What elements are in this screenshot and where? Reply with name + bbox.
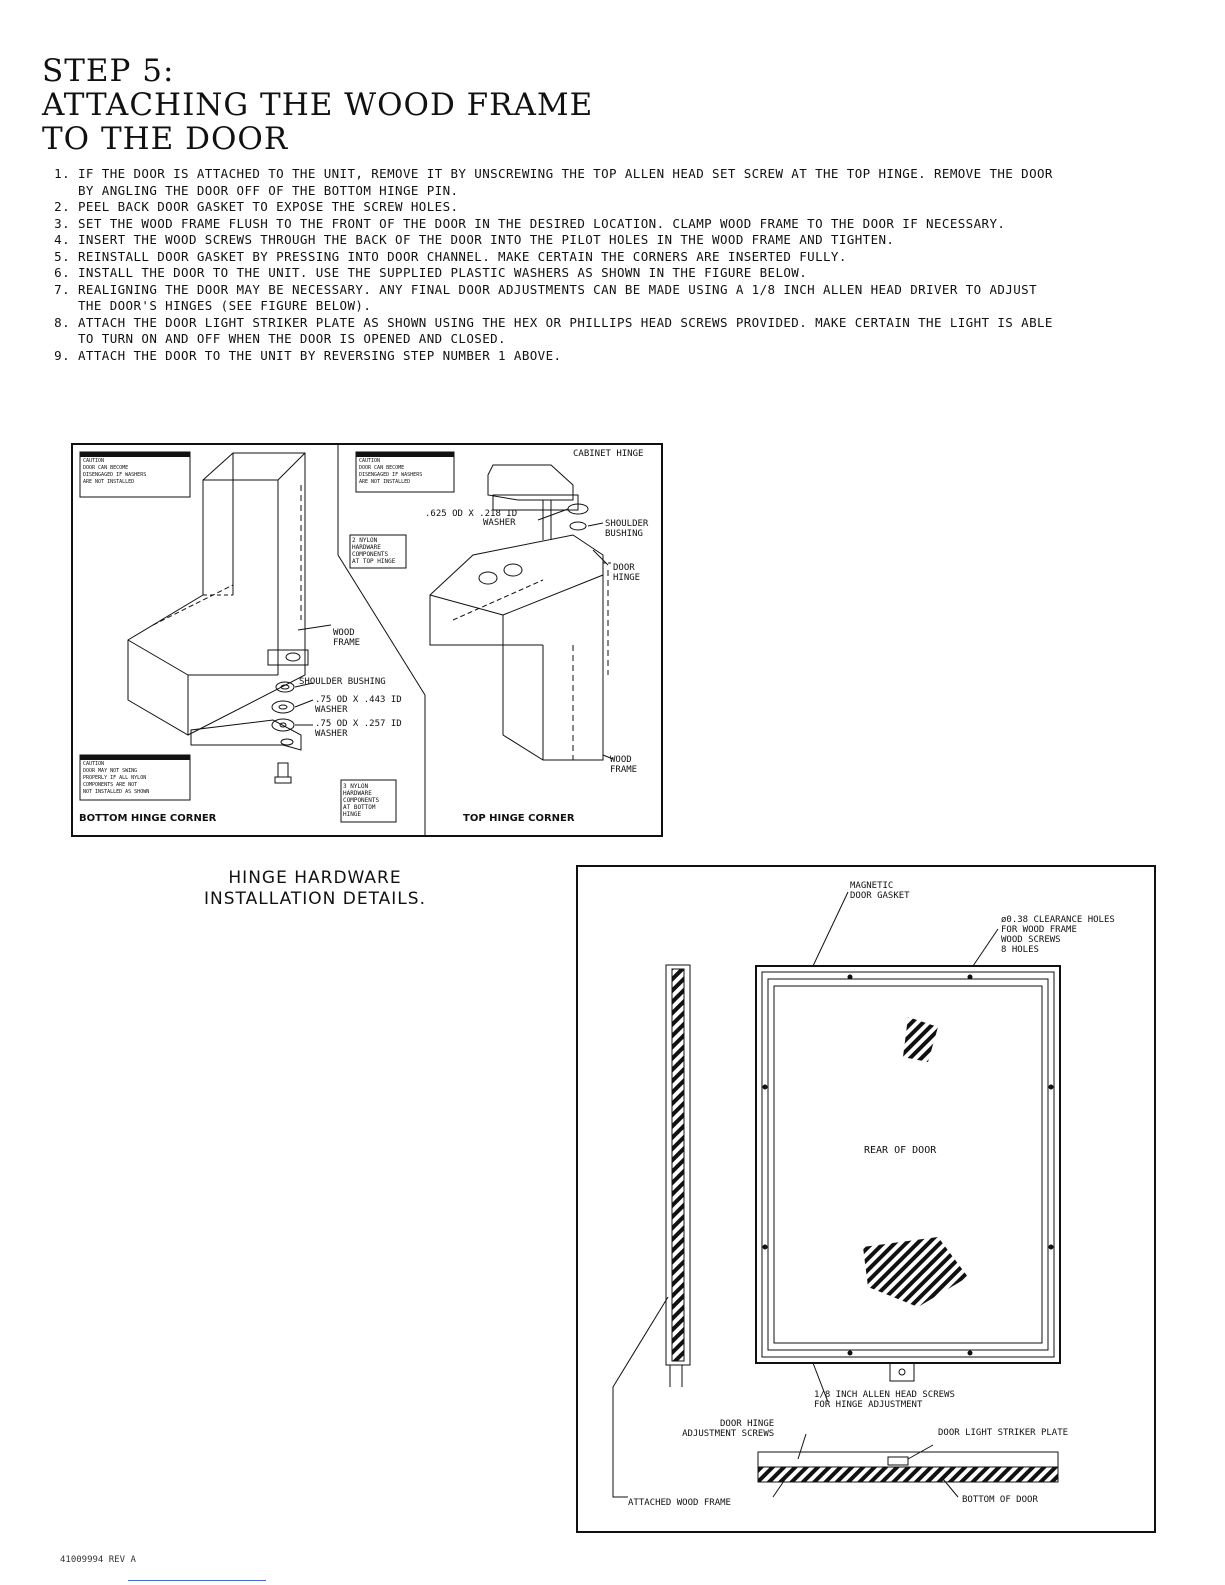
step-text: INSTALL THE DOOR TO THE UNIT. USE THE SU… — [78, 265, 808, 280]
step-text: SET THE WOOD FRAME FLUSH TO THE FRONT OF… — [78, 215, 1006, 231]
title-line-1: STEP 5: — [42, 53, 175, 89]
step-number: 3. — [54, 215, 70, 231]
bottom-washer-1-label-2: WASHER — [315, 705, 348, 715]
step-item: 1. IF THE DOOR IS ATTACHED TO THE UNIT, R… — [50, 166, 1060, 199]
step-text: INSERT THE WOOD SCREWS THROUGH THE BACK … — [78, 232, 895, 247]
door-hinge-label: DOOR — [613, 563, 635, 573]
bottom-washer-2-label-2: WASHER — [315, 729, 348, 739]
wood-frame-right-label-2: FRAME — [610, 765, 638, 775]
bottom-of-door-label: BOTTOM OF DOOR — [962, 1495, 1038, 1505]
step-item: 6. INSTALL THE DOOR TO THE UNIT. USE THE … — [50, 265, 1060, 282]
shoulder-bushing-bottom-label: SHOULDER BUSHING — [299, 677, 386, 687]
bottom-washer-1-label: .75 OD X .443 ID — [315, 695, 402, 705]
shoulder-bushing-top-label: SHOULDER — [605, 519, 649, 529]
step-item: 5. REINSTALL DOOR GASKET BY PRESSING INTO… — [50, 249, 1060, 266]
bottom-washer-2-label: .75 OD X .257 ID — [315, 719, 402, 729]
top-hinge-corner-caption: TOP HINGE CORNER — [463, 813, 575, 824]
step-number: 4. — [54, 232, 70, 247]
step-text: REALIGNING THE DOOR MAY BE NECESSARY. AN… — [78, 281, 1038, 314]
step-text: IF THE DOOR IS ATTACHED TO THE UNIT, REM… — [78, 166, 1053, 198]
step-text: REINSTALL DOOR GASKET BY PRESSING INTO D… — [78, 248, 847, 264]
link-underline — [128, 1580, 266, 1581]
caption-line-1: HINGE HARDWARE — [228, 868, 402, 888]
step-number: 8. — [54, 314, 70, 330]
cabinet-hinge-label: CABINET HINGE — [573, 449, 644, 459]
step-number: 9. — [54, 347, 70, 363]
title-line-2: ATTACHING THE WOOD FRAME — [42, 87, 594, 123]
rear-of-door-label: REAR OF DOOR — [864, 1145, 937, 1156]
step-number: 2. — [54, 199, 70, 214]
wood-frame-right-label: WOOD — [610, 755, 632, 765]
step-item: 9. ATTACH THE DOOR TO THE UNIT BY REVERSI… — [50, 348, 1060, 365]
hinge-hardware-figure: CABINET HINGE .625 OD X .218 ID WASHER S… — [71, 443, 663, 837]
step-item: 3. SET THE WOOD FRAME FLUSH TO THE FRONT … — [50, 216, 1060, 233]
striker-plate-label: DOOR LIGHT STRIKER PLATE — [938, 1428, 1069, 1438]
page-title: STEP 5: ATTACHING THE WOOD FRAME TO THE … — [42, 54, 593, 156]
top-washer-label: .625 OD X .218 ID — [425, 509, 518, 519]
document-number: 41009994 REV A — [60, 1555, 136, 1565]
step-text: ATTACH THE DOOR LIGHT STRIKER PLATE AS S… — [78, 314, 1053, 347]
attached-wood-frame-label: ATTACHED WOOD FRAME — [628, 1498, 731, 1508]
top-washer-label-2: WASHER — [483, 518, 516, 528]
step-number: 7. — [54, 281, 70, 297]
caption-line-2: INSTALLATION DETAILS. — [204, 889, 426, 909]
wood-frame-left-label-2: FRAME — [333, 638, 361, 648]
shoulder-bushing-top-label-2: BUSHING — [605, 529, 643, 539]
rear-of-door-drawing — [612, 891, 1061, 1498]
step-number: 6. — [54, 265, 70, 280]
step-item: 8. ATTACH THE DOOR LIGHT STRIKER PLATE AS… — [50, 315, 1060, 348]
step-number: 1. — [54, 166, 70, 181]
step-item: 7. REALIGNING THE DOOR MAY BE NECESSARY. … — [50, 282, 1060, 315]
figure-caption: HINGE HARDWARE INSTALLATION DETAILS. — [190, 868, 440, 910]
step-item: 2. PEEL BACK DOOR GASKET TO EXPOSE THE SC… — [50, 199, 1060, 216]
step-text: PEEL BACK DOOR GASKET TO EXPOSE THE SCRE… — [78, 199, 459, 214]
hinge-hardware-drawing — [79, 445, 614, 835]
step-text: ATTACH THE DOOR TO THE UNIT BY REVERSING… — [78, 347, 562, 363]
step-item: 4. INSERT THE WOOD SCREWS THROUGH THE BAC… — [50, 232, 1060, 249]
instruction-list: 1. IF THE DOOR IS ATTACHED TO THE UNIT, R… — [50, 166, 1060, 364]
step-number: 5. — [54, 248, 70, 264]
door-hinge-label-2: HINGE — [613, 573, 641, 583]
title-line-3: TO THE DOOR — [42, 121, 289, 157]
bottom-hinge-corner-caption: BOTTOM HINGE CORNER — [79, 813, 217, 824]
wood-frame-left-label: WOOD — [333, 628, 355, 638]
